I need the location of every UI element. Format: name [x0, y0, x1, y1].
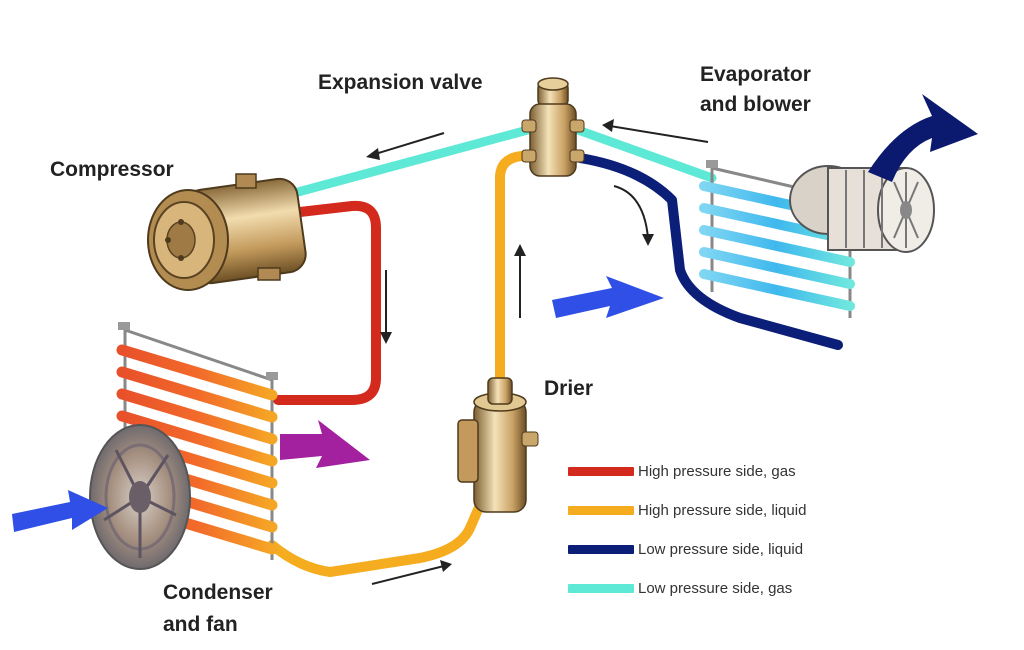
condenser-fan — [89, 424, 191, 570]
legend-label: High pressure side, gas — [638, 463, 796, 480]
flow-arrow-evaporator-out — [602, 119, 614, 132]
legend-item: Low pressure side, gas — [568, 569, 868, 608]
legend-swatch — [568, 467, 634, 476]
pipe-low-pressure-gas-suction — [293, 123, 540, 197]
legend: High pressure side, gas High pressure si… — [568, 452, 868, 608]
expansion-valve — [521, 77, 585, 177]
legend-item: High pressure side, gas — [568, 452, 868, 491]
legend-label: Low pressure side, gas — [638, 580, 793, 597]
flow-arrow-liquid-line — [514, 244, 526, 256]
legend-item: Low pressure side, liquid — [568, 530, 868, 569]
label-compressor: Compressor — [50, 158, 174, 181]
condenser-air-in-arrow — [12, 490, 108, 532]
pipe-high-pressure-gas — [273, 200, 381, 405]
legend-swatch — [568, 506, 634, 515]
evaporator-air-in-arrow — [552, 276, 664, 318]
condenser-hot-air-out-arrow — [280, 420, 370, 468]
pipe-high-pressure-liquid-condenser-out — [267, 500, 485, 577]
label-condenser-fan: and fan — [163, 613, 238, 636]
label-drier: Drier — [544, 377, 594, 400]
pipe-low-pressure-gas-evaporator — [573, 125, 717, 183]
flow-arrow-suction — [366, 148, 380, 160]
label-evaporator: Evaporator — [700, 63, 811, 86]
legend-label: Low pressure side, liquid — [638, 541, 804, 558]
label-condenser: Condenser — [163, 581, 273, 604]
drier — [457, 377, 539, 513]
flow-arrow-valve-out — [642, 234, 654, 246]
label-evaporator-blower: and blower — [700, 93, 811, 116]
pipe-high-pressure-liquid-drier-out — [495, 151, 540, 393]
legend-item: High pressure side, liquid — [568, 491, 868, 530]
label-expansion-valve: Expansion valve — [318, 71, 483, 94]
legend-swatch — [568, 545, 634, 554]
legend-label: High pressure side, liquid — [638, 502, 807, 519]
evaporator-cold-air-out-arrow — [868, 94, 978, 182]
legend-swatch — [568, 584, 634, 593]
evaporator-blower — [789, 165, 935, 253]
compressor — [147, 173, 307, 291]
pipe-low-pressure-liquid — [575, 153, 843, 350]
flow-arrow-discharge — [380, 332, 392, 344]
flow-arrow-condenser-out — [440, 560, 452, 572]
